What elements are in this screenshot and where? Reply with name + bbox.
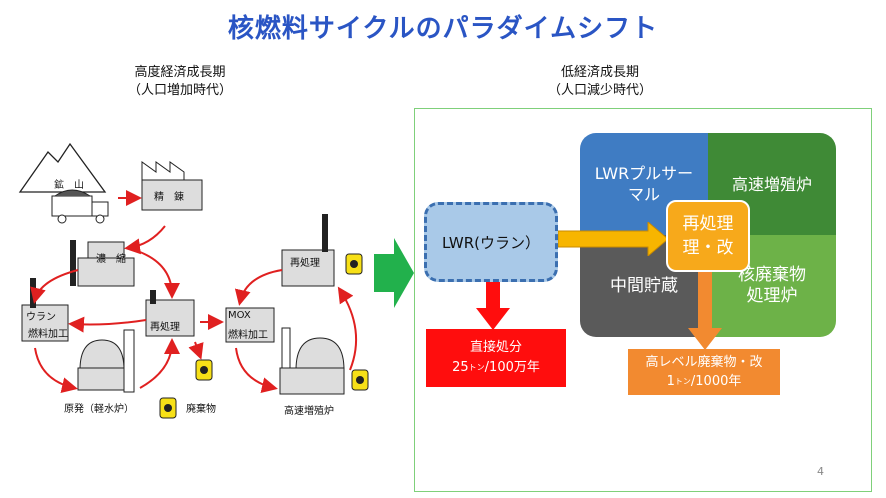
fuel-fabrication-label: 燃料加工 [28, 329, 68, 340]
reprocessing-icon [145, 290, 195, 337]
refinery-icon [141, 161, 203, 211]
reprocessing-label: 再処理 [150, 322, 180, 333]
mine-icon [18, 142, 107, 193]
left-era-line2: （人口増加時代） [127, 83, 232, 98]
enrichment-icon [70, 240, 135, 287]
page-title: 核燃料サイクルのパラダイムシフト [227, 14, 659, 44]
right-era-line2: （人口減少時代） [547, 83, 652, 98]
radioactive-waste-icon-2 [345, 253, 369, 391]
direct-disposal-rate: 25トン/100万年 [452, 360, 540, 375]
direct-disposal-box: 直接処分 25トン/100万年 [426, 329, 566, 387]
waste-label: 廃棄物 [186, 404, 216, 415]
mine-label: 鉱 山 [54, 180, 84, 191]
left-era-line1: 高度経済成長期 [134, 65, 226, 80]
fast-breeder-quadrant: 高速増殖炉 [708, 133, 836, 235]
mox-fabrication-icon [225, 307, 275, 343]
arrow-to-direct-disposal [476, 282, 510, 330]
reprocessing2-label: 再処理 [290, 258, 320, 269]
mox-fabrication-label: 燃料加工 [228, 330, 268, 341]
transition-arrow [374, 238, 414, 308]
radioactive-waste-icon [159, 359, 213, 419]
page-number: 4 [817, 465, 824, 478]
truck-icon [51, 189, 109, 224]
enrichment-label: 濃 縮 [96, 254, 126, 265]
fast-breeder-icon [279, 327, 345, 395]
hlw-title: 高レベル廃棄物・改 [645, 355, 763, 370]
uranium-label: ウラン [26, 312, 56, 323]
arrow-to-reprocessing [558, 222, 668, 256]
right-era-label: 低経済成長期 （人口減少時代） [515, 64, 685, 100]
reprocessing-box: 再処理 理・改 [666, 200, 750, 272]
hlw-rate: 1トン/1000年 [666, 374, 742, 389]
future-cycle-panel [414, 108, 872, 492]
reprocessing2-icon [281, 214, 335, 287]
arrow-to-hlw [688, 272, 722, 350]
nuclear-plant-icon [77, 329, 135, 393]
right-era-line1: 低経済成長期 [560, 65, 639, 80]
mox-label: MOX [228, 310, 251, 321]
refining-label: 精 錬 [154, 192, 184, 203]
hlw-box: 高レベル廃棄物・改 1トン/1000年 [628, 349, 780, 395]
direct-disposal-title: 直接処分 [469, 340, 522, 355]
left-era-label: 高度経済成長期 （人口増加時代） [95, 64, 265, 100]
nuclear-plant-label: 原発（軽水炉） [64, 404, 134, 415]
left-cycle-diagram [18, 142, 369, 419]
fast-breeder-label: 高速増殖炉 [284, 406, 334, 417]
lwr-uranium-box: LWR(ウラン） [424, 202, 558, 282]
